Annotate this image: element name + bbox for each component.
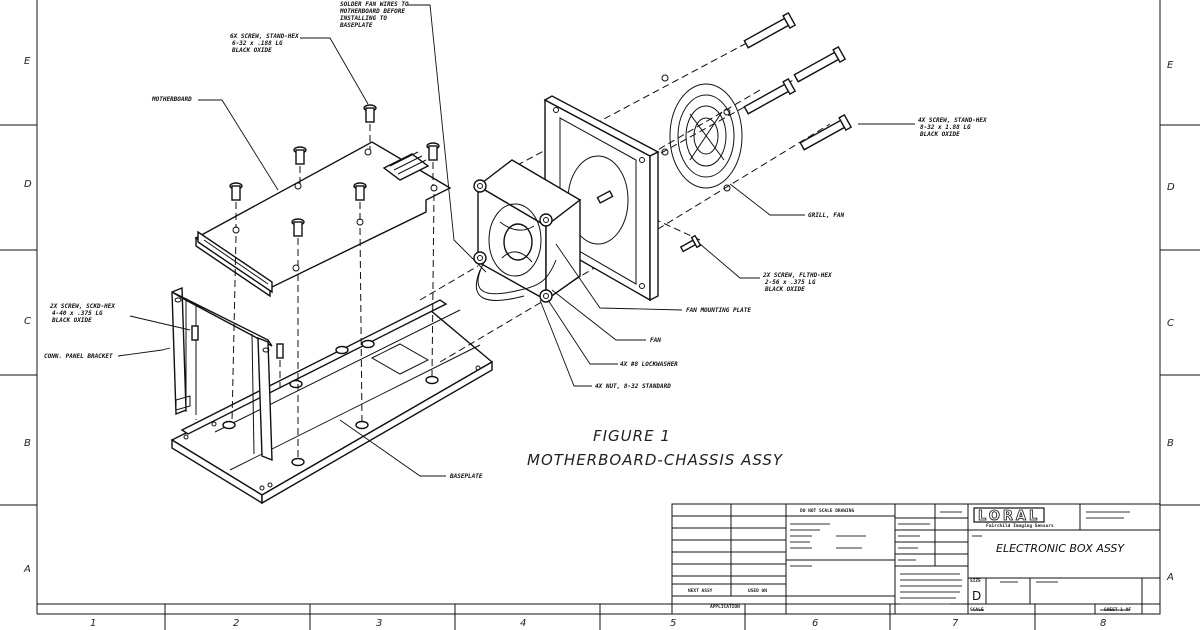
drawing-title: ELECTRONIC BOX ASSY [996,542,1125,555]
col-label-8: 8 [1100,618,1106,629]
company-logo-box [973,507,1045,523]
fan-part [473,159,582,303]
row-label-e-right: E [1167,60,1174,71]
callout-screw-fltrd-1: 2X SCREW, FLTHD-HEX [762,272,832,279]
callout-screw-sckt-1: 2X SCREW, SCKD-HEX [49,303,115,310]
callout-screw-standoff-fan-3: BLACK OXIDE [919,131,960,138]
row-label-e-left: E [24,56,31,67]
callout-screw-sckt-2: 4-40 x .375 LG [52,310,103,317]
callout-solder-fan-wires-4: BASEPLATE [339,22,373,29]
col-label-1: 1 [90,618,96,629]
grid-labels: E D C B A E D C B A 1 2 3 4 5 6 7 8 [23,56,1175,629]
callout-leaders [117,4,915,477]
callout-nut: 4X NUT, 8-32 STANDARD [595,383,671,390]
callout-screw-sckt-3: BLACK OXIDE [51,317,92,324]
row-label-c-right: C [1167,318,1174,329]
col-label-6: 6 [812,618,818,629]
tb-application: APPLICATION [710,604,740,610]
callout-solder-fan-wires-1: SOLDER FAN WIRES TO [340,1,409,8]
callout-fan: FAN [650,337,661,344]
callout-motherboard: MOTHERBOARD [151,96,192,103]
col-label-3: 3 [376,618,382,629]
row-label-d-right: D [1167,182,1175,193]
callout-screw-standoff-mb-1: 6X SCREW, STAND-HEX [230,33,299,40]
fan-long-screws [679,11,853,253]
col-label-5: 5 [670,618,676,629]
callout-solder-fan-wires-2: MOTHERBOARD BEFORE [339,8,405,15]
callout-screw-standoff-mb-3: BLACK OXIDE [231,47,272,54]
callout-screw-standoff-mb-2: 6-32 x .188 LG [232,40,283,47]
company-logo: LORAL [978,509,1040,524]
col-label-7: 7 [952,618,959,629]
tb-next-assy: NEXT ASSY [688,588,713,594]
callout-conn-panel-bracket: CONN. PANEL BRACKET [44,353,113,360]
tb-used-on: USED ON [748,588,767,594]
callout-screw-fltrd-2: 2-56 x .375 LG [764,279,816,286]
conn-panel-bracket-part [171,286,284,462]
callout-lockwasher: 4X #8 LOCKWASHER [620,361,678,368]
title-block: DO NOT SCALE DRAWING NEXT ASSY USED ON A… [671,503,1161,615]
callout-screw-standoff-fan-2: 8-32 x 1.88 LG [920,124,971,131]
row-label-c-left: C [24,316,31,327]
col-label-2: 2 [233,618,239,629]
row-label-a-right: A [1166,572,1174,583]
tb-do-not-scale: DO NOT SCALE DRAWING [800,508,854,514]
company-subtitle: Fairchild Imaging Sensors [986,523,1054,529]
tb-scale-label: SCALE [970,607,984,613]
row-label-a-left: A [23,564,31,575]
callout-screw-fltrd-3: BLACK OXIDE [764,286,805,293]
fan-grill-part [661,74,743,192]
motherboard-part [194,141,452,298]
figure-number: FIGURE 1 [593,427,671,445]
callout-baseplate: BASEPLATE [449,473,483,480]
col-label-4: 4 [520,618,526,629]
callout-grill-fan: GRILL, FAN [808,212,845,219]
row-label-d-left: D [24,179,32,190]
row-label-b-left: B [24,438,31,449]
baseplate-part [170,299,494,505]
callout-fan-mounting-plate: FAN MOUNTING PLATE [686,307,751,314]
tb-sheet: SHEET 1 OF [1104,607,1131,613]
callout-solder-fan-wires-3: INSTALLING TO [340,15,387,22]
figure-caption: FIGURE 1 MOTHERBOARD-CHASSIS ASSY [527,427,784,469]
motherboard-screws [229,104,440,237]
callout-screw-standoff-fan-1: 4X SCREW, STAND-HEX [918,117,987,124]
row-label-b-right: B [1167,438,1174,449]
callout-labels: SOLDER FAN WIRES TO MOTHERBOARD BEFORE I… [44,1,987,480]
figure-title: MOTHERBOARD-CHASSIS ASSY [527,451,784,469]
tb-size-value: D [972,589,981,603]
tb-size-label: SIZE [970,578,981,584]
